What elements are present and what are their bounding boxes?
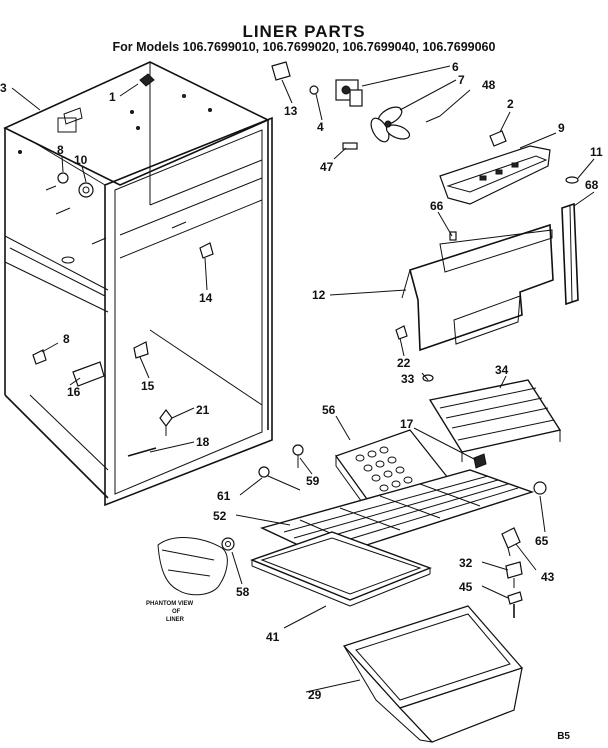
part-21-shape bbox=[159, 409, 173, 427]
part-label-7: 7 bbox=[458, 73, 465, 87]
part-label-41: 41 bbox=[266, 630, 280, 644]
part-label-8: 8 bbox=[57, 143, 64, 157]
part-15-shape bbox=[133, 341, 149, 359]
leader-lines bbox=[11, 65, 595, 693]
phantom-liner-view: PHANTOM VIEW OF LINER bbox=[146, 537, 235, 623]
part-label-15: 15 bbox=[141, 379, 155, 393]
part-label-13: 13 bbox=[284, 104, 298, 118]
phantom-caption-line-2: OF bbox=[172, 609, 181, 615]
part-label-8b: 8 bbox=[63, 332, 70, 346]
part-label-43: 43 bbox=[541, 570, 555, 584]
part-8-shape bbox=[57, 172, 69, 184]
control-housing bbox=[439, 130, 579, 205]
part-label-3: 3 bbox=[0, 81, 7, 95]
model-list: For Models 106.7699010, 106.7699020, 106… bbox=[112, 40, 496, 54]
part-10-shape bbox=[78, 182, 94, 198]
part-label-21: 21 bbox=[196, 403, 210, 417]
part-label-65: 65 bbox=[535, 534, 549, 548]
phantom-caption-line-1: PHANTOM VIEW bbox=[146, 601, 194, 607]
part-label-11: 11 bbox=[590, 145, 603, 159]
part-label-29: 29 bbox=[308, 688, 322, 702]
part-label-58: 58 bbox=[236, 585, 250, 599]
part-label-47: 47 bbox=[320, 160, 334, 174]
part-label-59: 59 bbox=[306, 474, 320, 488]
part-label-32: 32 bbox=[459, 556, 473, 570]
glass-shelf bbox=[250, 531, 432, 607]
part-label-4: 4 bbox=[317, 120, 324, 134]
part-label-48: 48 bbox=[482, 78, 496, 92]
shelf-brackets bbox=[501, 527, 523, 618]
part-label-22: 22 bbox=[397, 356, 411, 370]
part-labels: 3 1 8 10 14 8 15 16 21 18 6 7 48 13 4 47… bbox=[0, 60, 603, 702]
part-label-2: 2 bbox=[507, 97, 514, 111]
evaporator-cover bbox=[395, 202, 579, 382]
part-label-68: 68 bbox=[585, 178, 599, 192]
liner-hardware bbox=[32, 73, 214, 457]
part-label-6: 6 bbox=[452, 60, 459, 74]
small-shelf bbox=[428, 379, 562, 469]
part-label-66: 66 bbox=[430, 199, 444, 213]
part-label-45: 45 bbox=[459, 580, 473, 594]
part-label-61: 61 bbox=[217, 489, 231, 503]
part-14-shape bbox=[199, 242, 214, 259]
part-18-shape bbox=[127, 447, 157, 457]
part-8b-shape bbox=[32, 349, 47, 365]
part-label-34: 34 bbox=[495, 363, 509, 377]
part-label-56: 56 bbox=[322, 403, 336, 417]
part-label-16: 16 bbox=[67, 385, 81, 399]
drawing-code: B5 bbox=[557, 731, 570, 742]
part-label-18: 18 bbox=[196, 435, 210, 449]
part-label-1: 1 bbox=[109, 90, 116, 104]
part-label-14: 14 bbox=[199, 291, 213, 305]
phantom-caption-line-3: LINER bbox=[166, 617, 185, 623]
crisper-pan bbox=[342, 605, 524, 743]
liner-cabinet bbox=[3, 61, 273, 507]
part-label-52: 52 bbox=[213, 509, 227, 523]
part-label-12: 12 bbox=[312, 288, 326, 302]
part-label-17: 17 bbox=[400, 417, 414, 431]
part-16-shape bbox=[72, 361, 105, 387]
part-label-9: 9 bbox=[558, 121, 565, 135]
part-1-shape bbox=[139, 73, 155, 87]
diagram-title: LINER PARTS bbox=[242, 22, 366, 41]
fan-assembly bbox=[271, 61, 441, 150]
part-label-10: 10 bbox=[74, 153, 88, 167]
part-label-33: 33 bbox=[401, 372, 415, 386]
